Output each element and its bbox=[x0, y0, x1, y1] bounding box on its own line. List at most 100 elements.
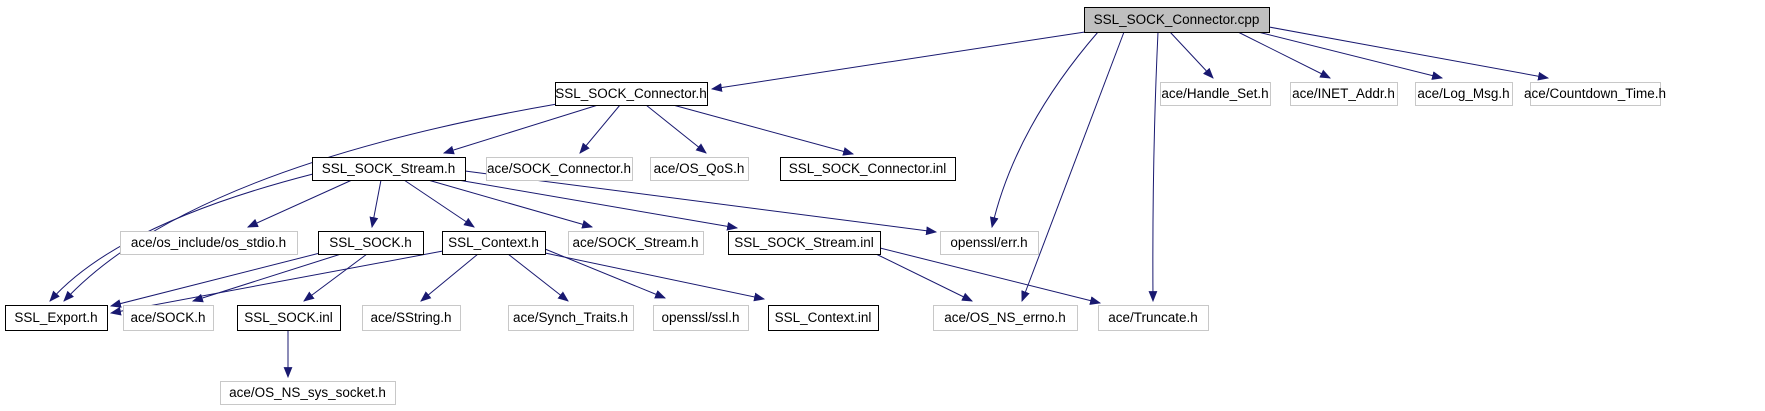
node-box-openssl-err-h[interactable] bbox=[940, 231, 1039, 255]
node-label-ssl-export-h: SSL_Export.h bbox=[14, 310, 97, 325]
node-ace-log-msg-h[interactable]: ace/Log_Msg.h bbox=[1415, 82, 1513, 106]
node-ssl-sock-inl[interactable]: SSL_SOCK.inl bbox=[237, 305, 341, 331]
node-ace-truncate-h[interactable]: ace/Truncate.h bbox=[1098, 305, 1209, 331]
edge-ssl-context-h-to-ssl-context-inl bbox=[544, 252, 766, 302]
node-ssl-sock-connector-cpp[interactable]: SSL_SOCK_Connector.cpp bbox=[1084, 7, 1270, 33]
node-ace-os-ns-sys-socket-h[interactable]: ace/OS_NS_sys_socket.h bbox=[220, 381, 396, 405]
edge-ssl-sock-stream-h-to-ace-sock-stream-h bbox=[427, 179, 594, 229]
node-label-ssl-sock-stream-h: SSL_SOCK_Stream.h bbox=[322, 161, 456, 176]
node-box-ace-os-ns-sys-socket-h[interactable] bbox=[220, 381, 396, 405]
node-ace-inet-addr-h[interactable]: ace/INET_Addr.h bbox=[1290, 82, 1398, 106]
edge-ssl-sock-connector-h-to-ssl-sock-stream-h bbox=[442, 104, 599, 155]
edge-ssl-sock-stream-h-to-ssl-export-h bbox=[49, 173, 314, 302]
edge-ssl-sock-connector-cpp-to-ace-inet-addr-h bbox=[1237, 31, 1331, 79]
node-box-ace-os-ns-errno-h[interactable] bbox=[933, 305, 1078, 331]
node-box-ssl-sock-stream-h[interactable] bbox=[312, 157, 466, 181]
node-box-ace-countdown-time-h[interactable] bbox=[1530, 82, 1661, 106]
node-label-openssl-ssl-h: openssl/ssl.h bbox=[661, 310, 739, 325]
node-label-ace-sock-stream-h: ace/SOCK_Stream.h bbox=[572, 235, 698, 250]
node-ssl-export-h[interactable]: SSL_Export.h bbox=[5, 305, 108, 331]
edge-ssl-context-h-to-ace-synch-traits-h bbox=[507, 253, 569, 302]
node-label-ace-log-msg-h: ace/Log_Msg.h bbox=[1417, 86, 1509, 101]
node-ssl-context-h[interactable]: SSL_Context.h bbox=[442, 231, 546, 255]
node-ace-countdown-time-h[interactable]: ace/Countdown_Time.h bbox=[1524, 82, 1666, 106]
node-ssl-sock-connector-inl[interactable]: SSL_SOCK_Connector.inl bbox=[780, 157, 956, 181]
node-ace-os-qos-h[interactable]: ace/OS_QoS.h bbox=[650, 157, 749, 181]
node-label-ssl-context-h: SSL_Context.h bbox=[448, 235, 539, 250]
node-label-ssl-sock-connector-h: SSL_SOCK_Connector.h bbox=[555, 86, 707, 101]
node-ssl-sock-stream-inl[interactable]: SSL_SOCK_Stream.inl bbox=[728, 231, 881, 255]
edge-ssl-sock-connector-h-to-ssl-sock-connector-inl bbox=[672, 104, 855, 156]
edge-ssl-sock-connector-h-to-ace-os-qos-h bbox=[645, 104, 707, 154]
node-label-ace-os-stdio-h: ace/os_include/os_stdio.h bbox=[131, 235, 286, 250]
node-ssl-sock-stream-h[interactable]: SSL_SOCK_Stream.h bbox=[312, 157, 466, 181]
edge-ssl-sock-connector-cpp-to-ace-log-msg-h bbox=[1257, 31, 1444, 80]
node-label-ssl-sock-connector-cpp: SSL_SOCK_Connector.cpp bbox=[1094, 12, 1260, 27]
edge-ssl-sock-h-to-ssl-sock-inl bbox=[303, 253, 368, 302]
node-box-ssl-sock-inl[interactable] bbox=[237, 305, 341, 331]
node-label-ace-truncate-h: ace/Truncate.h bbox=[1108, 310, 1198, 325]
edge-ssl-sock-stream-inl-to-ace-truncate-h bbox=[879, 247, 1102, 305]
node-label-ace-sock-h: ace/SOCK.h bbox=[130, 310, 205, 325]
edge-ssl-sock-stream-h-to-ssl-sock-stream-inl bbox=[457, 179, 739, 231]
node-box-ssl-export-h[interactable] bbox=[5, 305, 108, 331]
nodes-layer: SSL_SOCK_Connector.cppSSL_SOCK_Connector… bbox=[5, 7, 1666, 405]
node-label-ace-os-ns-sys-socket-h: ace/OS_NS_sys_socket.h bbox=[229, 385, 386, 400]
node-ace-synch-traits-h[interactable]: ace/Synch_Traits.h bbox=[508, 305, 634, 331]
node-ace-sock-stream-h[interactable]: ace/SOCK_Stream.h bbox=[568, 231, 704, 255]
node-box-ssl-sock-stream-inl[interactable] bbox=[728, 231, 881, 255]
node-box-ssl-sock-connector-inl[interactable] bbox=[780, 157, 956, 181]
node-label-ace-os-ns-errno-h: ace/OS_NS_errno.h bbox=[944, 310, 1066, 325]
node-box-ace-os-qos-h[interactable] bbox=[650, 157, 749, 181]
node-box-ssl-sock-connector-cpp[interactable] bbox=[1084, 7, 1270, 33]
node-openssl-ssl-h[interactable]: openssl/ssl.h bbox=[653, 305, 749, 331]
node-label-ace-synch-traits-h: ace/Synch_Traits.h bbox=[513, 310, 628, 325]
node-label-ssl-sock-stream-inl: SSL_SOCK_Stream.inl bbox=[734, 235, 874, 250]
node-ace-os-stdio-h[interactable]: ace/os_include/os_stdio.h bbox=[120, 231, 298, 255]
edge-ssl-sock-stream-h-to-ssl-sock-h bbox=[369, 179, 382, 229]
edge-ssl-sock-stream-inl-to-ace-os-ns-errno-h bbox=[875, 253, 973, 302]
node-box-ace-truncate-h[interactable] bbox=[1098, 305, 1209, 331]
node-ace-os-ns-errno-h[interactable]: ace/OS_NS_errno.h bbox=[933, 305, 1078, 331]
node-box-ace-os-stdio-h[interactable] bbox=[120, 231, 298, 255]
edge-ssl-sock-stream-h-to-openssl-err-h bbox=[464, 170, 938, 236]
node-box-ace-inet-addr-h[interactable] bbox=[1290, 82, 1398, 106]
node-label-ssl-sock-h: SSL_SOCK.h bbox=[329, 235, 412, 250]
node-box-ace-sock-connector-h[interactable] bbox=[486, 157, 633, 181]
node-ace-sock-connector-h[interactable]: ace/SOCK_Connector.h bbox=[486, 157, 633, 181]
node-box-ace-sock-h[interactable] bbox=[123, 305, 214, 331]
edge-ssl-sock-connector-cpp-to-ace-truncate-h bbox=[1148, 31, 1159, 303]
edge-ssl-sock-connector-cpp-to-ace-os-ns-errno-h bbox=[1021, 31, 1125, 303]
edge-ssl-sock-h-to-ssl-export-h bbox=[109, 252, 321, 308]
node-box-ace-sock-stream-h[interactable] bbox=[568, 231, 704, 255]
node-box-ace-sstring-h[interactable] bbox=[362, 305, 461, 331]
node-label-ace-os-qos-h: ace/OS_QoS.h bbox=[654, 161, 745, 176]
node-ace-sstring-h[interactable]: ace/SString.h bbox=[362, 305, 461, 331]
edge-ssl-sock-connector-h-to-ace-sock-connector-h bbox=[579, 104, 621, 154]
edge-ssl-context-h-to-ssl-export-h bbox=[109, 250, 444, 316]
node-box-openssl-ssl-h[interactable] bbox=[653, 305, 749, 331]
node-label-ssl-context-inl: SSL_Context.inl bbox=[775, 310, 872, 325]
node-box-ssl-context-inl[interactable] bbox=[768, 305, 879, 331]
node-ace-sock-h[interactable]: ace/SOCK.h bbox=[123, 305, 214, 331]
node-label-ace-countdown-time-h: ace/Countdown_Time.h bbox=[1524, 86, 1666, 101]
node-ssl-context-inl[interactable]: SSL_Context.inl bbox=[768, 305, 879, 331]
node-box-ssl-context-h[interactable] bbox=[442, 231, 546, 255]
edge-ssl-sock-stream-h-to-ace-os-stdio-h bbox=[246, 179, 353, 228]
node-box-ace-log-msg-h[interactable] bbox=[1415, 82, 1513, 106]
node-ssl-sock-connector-h[interactable]: SSL_SOCK_Connector.h bbox=[555, 82, 708, 106]
node-openssl-err-h[interactable]: openssl/err.h bbox=[940, 231, 1039, 255]
node-label-ace-sstring-h: ace/SString.h bbox=[370, 310, 451, 325]
node-label-ace-inet-addr-h: ace/INET_Addr.h bbox=[1292, 86, 1395, 101]
node-ssl-sock-h[interactable]: SSL_SOCK.h bbox=[318, 231, 424, 255]
node-box-ace-synch-traits-h[interactable] bbox=[508, 305, 634, 331]
node-box-ace-handle-set-h[interactable] bbox=[1160, 82, 1271, 106]
edge-ssl-sock-stream-h-to-ssl-context-h bbox=[403, 179, 475, 228]
node-ace-handle-set-h[interactable]: ace/Handle_Set.h bbox=[1160, 82, 1271, 106]
edge-ssl-context-h-to-ace-sstring-h bbox=[420, 253, 479, 302]
node-label-ssl-sock-connector-inl: SSL_SOCK_Connector.inl bbox=[789, 161, 947, 176]
edges-layer bbox=[49, 26, 1550, 379]
node-box-ssl-sock-connector-h[interactable] bbox=[555, 82, 708, 106]
edge-ssl-sock-connector-h-to-ssl-export-h bbox=[63, 103, 558, 302]
node-box-ssl-sock-h[interactable] bbox=[318, 231, 424, 255]
